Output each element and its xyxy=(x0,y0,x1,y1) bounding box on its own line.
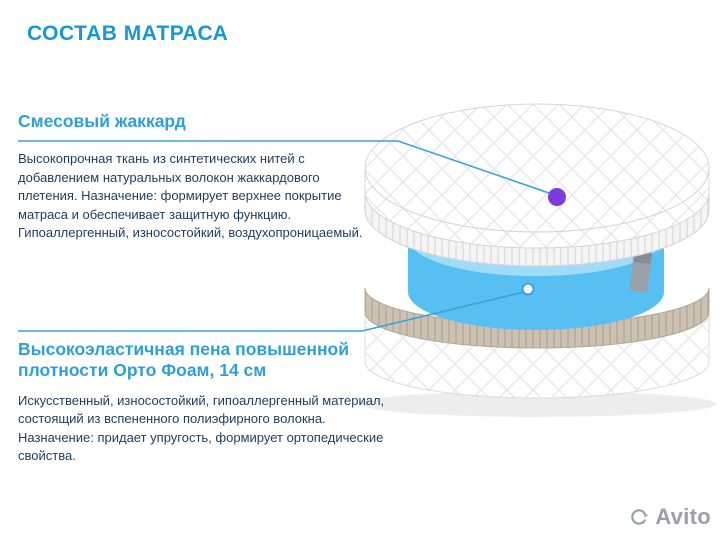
callout-dot-foam xyxy=(521,282,535,296)
page-title: СОСТАВ МАТРАСА xyxy=(27,22,229,45)
section-foam-body: Искусственный, износостойкий, гипоаллерг… xyxy=(18,392,385,464)
callout-jacquard xyxy=(18,140,566,206)
section-jacquard-body: Высокопрочная ткань из синтетических нит… xyxy=(18,151,363,241)
circular-arrow-icon xyxy=(631,509,649,525)
foam-front-face xyxy=(408,238,664,330)
section-foam: Высокоэластичная пена повышенной плотнос… xyxy=(18,339,398,466)
mattress-shadow xyxy=(360,391,716,417)
section-foam-heading: Высокоэластичная пена повышенной плотнос… xyxy=(18,339,350,381)
mattress-top-layer xyxy=(364,103,710,267)
section-jacquard: Смесовый жаккард Высокопрочная ткань из … xyxy=(18,111,376,243)
watermark-label: Avito xyxy=(655,504,711,529)
top-layer-stitch-band xyxy=(364,191,710,267)
callout-line-foam xyxy=(18,291,525,332)
section-jacquard-heading: Смесовый жаккард xyxy=(18,111,186,131)
avito-watermark: Avito xyxy=(629,504,711,530)
callout-dot-jacquard xyxy=(548,188,566,206)
top-layer-surface xyxy=(364,103,710,233)
callout-foam xyxy=(18,282,535,332)
callout-line-jacquard xyxy=(18,140,553,195)
